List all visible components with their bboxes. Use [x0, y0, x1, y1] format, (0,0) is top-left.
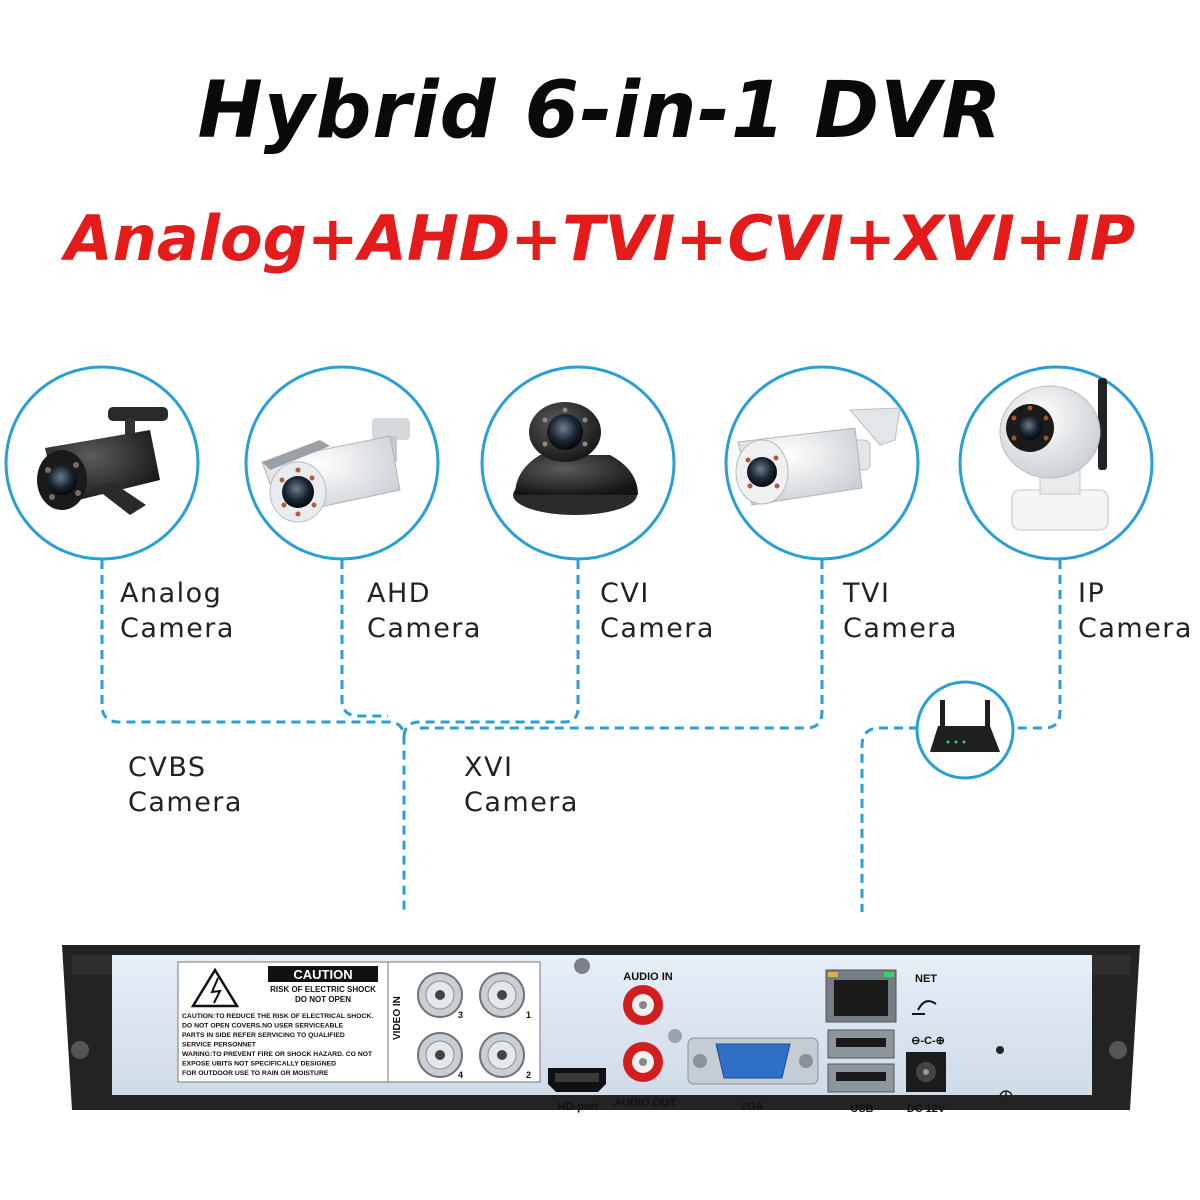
hd-port[interactable]	[548, 1068, 606, 1092]
camera-word-text: Camera	[1078, 613, 1193, 644]
page-title: Hybrid 6-in-1 DVR	[197, 66, 1003, 156]
camera-type-text: CVI	[600, 578, 650, 609]
camera-type-text: Analog	[120, 578, 223, 609]
bnc-video-port[interactable]	[479, 1032, 525, 1078]
warning-triangle-icon	[190, 967, 240, 1008]
camera-circle-cvi	[480, 365, 676, 561]
bullet-camera-white-icon	[735, 407, 901, 506]
dc-label: DC 12V	[907, 1103, 946, 1115]
dvr-back-panel: CAUTION RISK OF ELECTRIC SHOCK DO NOT OP…	[62, 945, 1140, 1115]
camera-label-analog: Analog Camera	[120, 576, 235, 646]
router-circle	[915, 680, 1015, 780]
connector-cvi	[402, 560, 580, 739]
bnc-video-port[interactable]	[417, 1032, 463, 1078]
caution-title: CAUTION	[293, 967, 352, 982]
camera-word-text: Camera	[120, 613, 235, 644]
caution-sub1: RISK OF ELECTRIC SHOCK	[270, 985, 376, 994]
ground-hole	[996, 1046, 1004, 1054]
camera-type-text: TVI	[843, 578, 891, 609]
caution-text-line: EXPOSE UBITS NOT SPECIFICALLY DESIGNED	[182, 1061, 336, 1068]
audio-in-port[interactable]	[623, 985, 663, 1025]
bnc-video-port[interactable]	[417, 972, 463, 1018]
bullet-camera-white-icon	[261, 418, 410, 523]
caution-text-line: PARTS IN SIDE REFER SERVICING TO QUALIFI…	[182, 1032, 345, 1039]
caution-text-line: WARING:TO PREVENT FIRE OR SHOCK HAZARD. …	[182, 1051, 373, 1058]
caution-text-lines: CAUTION:TO REDUCE THE RISK OF ELECTRICAL…	[182, 1013, 373, 1077]
bnc-port-number: 4	[458, 1070, 463, 1080]
caution-label: CAUTION RISK OF ELECTRIC SHOCK DO NOT OP…	[177, 961, 389, 1083]
group-type-text: CVBS	[128, 752, 207, 783]
bnc-port-number: 2	[526, 1070, 531, 1080]
camera-label-cvi: CVI Camera	[600, 576, 715, 646]
audio-in-label: AUDIO IN	[623, 971, 673, 983]
screw-icon	[668, 1029, 682, 1043]
connector-tvi	[420, 560, 824, 730]
usb-port[interactable]	[827, 1063, 895, 1093]
caution-text-line: SERVICE PERSONNET	[182, 1042, 257, 1049]
connector-ip	[1012, 560, 1062, 730]
camera-label-ip: IP Camera	[1078, 576, 1193, 646]
video-in-label: VIDEO IN	[392, 996, 403, 1040]
camera-circle-tvi	[724, 365, 920, 561]
camera-type-text: IP	[1078, 578, 1106, 609]
vga-port[interactable]	[687, 1037, 819, 1085]
polarity-label: ⊖-C-⊕	[911, 1035, 945, 1047]
page-subtitle: Analog+AHD+TVI+CVI+XVI+IP	[64, 202, 1136, 275]
caution-text-line: DO NOT OPEN COVERS.NO USER SERVICEABLE	[182, 1023, 344, 1030]
bnc-video-port[interactable]	[479, 972, 525, 1018]
camera-circle-ahd	[244, 365, 440, 561]
group-label-cvbs: CVBS Camera	[128, 750, 243, 820]
ground-icon	[999, 1090, 1013, 1104]
screw-icon	[574, 958, 590, 974]
camera-type-text: AHD	[367, 578, 432, 609]
network-icon	[912, 1000, 937, 1015]
camera-word-text: Camera	[367, 613, 482, 644]
bullet-camera-black-icon	[37, 407, 168, 515]
camera-label-tvi: TVI Camera	[843, 576, 958, 646]
camera-label-ahd: AHD Camera	[367, 576, 482, 646]
usb-label: USB	[850, 1103, 873, 1115]
net-label: NET	[915, 973, 937, 985]
caution-text-line: FOR OUTDOOR USE TO RAIN OR MOISTURE	[182, 1070, 329, 1077]
dc-power-port[interactable]	[906, 1052, 946, 1092]
video-in-group: VIDEO IN 3 1 4 2	[387, 961, 541, 1083]
connector-analog	[100, 560, 406, 912]
caution-text-line: CAUTION:TO REDUCE THE RISK OF ELECTRICAL…	[182, 1013, 373, 1020]
connector-lines	[100, 560, 1062, 912]
group-word-text: Camera	[128, 787, 243, 818]
group-type-text: XVI	[464, 752, 514, 783]
vga-label: VGA	[740, 1101, 764, 1113]
audio-out-label: AUDIO OUT	[614, 1097, 676, 1109]
ptz-wifi-camera-icon	[999, 378, 1109, 531]
usb-port[interactable]	[827, 1029, 895, 1059]
group-word-text: Camera	[464, 787, 579, 818]
group-label-xvi: XVI Camera	[464, 750, 579, 820]
hd-port-label: HD-port	[558, 1101, 599, 1113]
camera-circle-analog	[4, 365, 200, 561]
connector-ahd	[340, 560, 388, 718]
dome-camera-icon	[513, 402, 638, 515]
camera-word-text: Camera	[843, 613, 958, 644]
camera-word-text: Camera	[600, 613, 715, 644]
connector-router	[860, 726, 918, 912]
caution-sub2: DO NOT OPEN	[295, 995, 351, 1004]
ethernet-port[interactable]	[825, 969, 897, 1023]
bnc-port-number: 3	[458, 1010, 463, 1020]
camera-circle-ip	[958, 365, 1154, 561]
bnc-port-number: 1	[526, 1010, 531, 1020]
router-icon	[930, 700, 1000, 752]
audio-out-port[interactable]	[623, 1042, 663, 1082]
